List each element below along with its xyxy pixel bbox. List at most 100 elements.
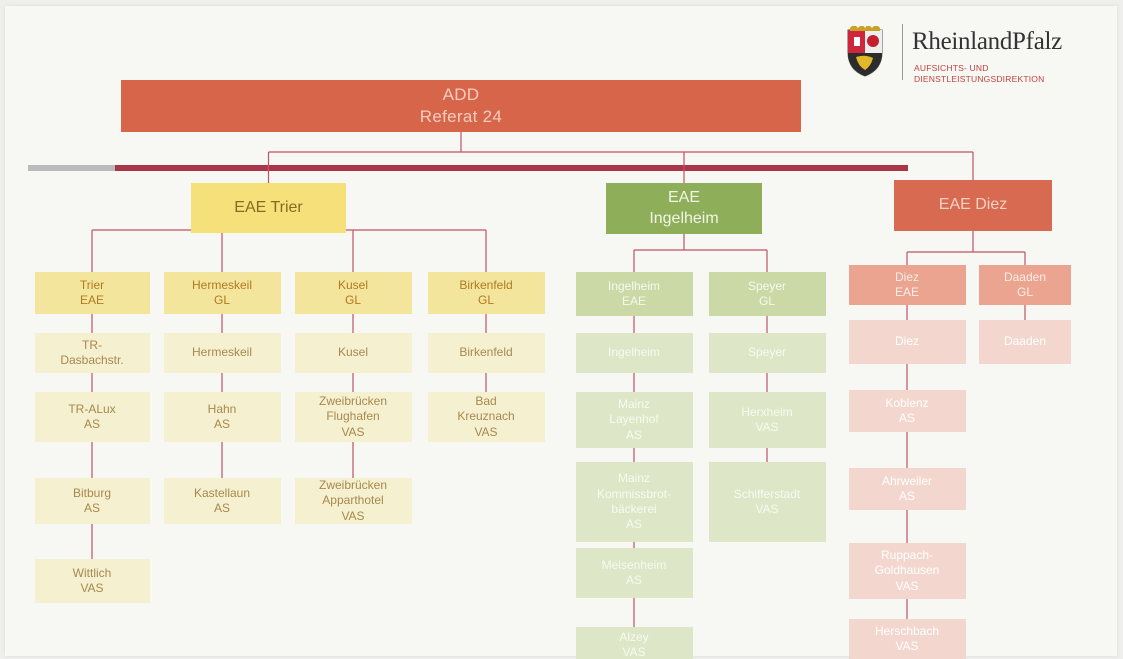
org-unit-box: Daaden [979, 320, 1071, 364]
box-text-line: VAS [474, 424, 498, 439]
box-text-line: AS [898, 411, 915, 425]
box-text-line: Goldhausen [874, 563, 940, 578]
region-box-2: EAE Diez [894, 180, 1052, 231]
box-text-line: Hermeskeil [191, 277, 252, 292]
box-text-line: Kreuznach [457, 409, 515, 424]
box-text-line: EAE [894, 285, 919, 299]
box-text-line: VAS [895, 639, 919, 653]
box-text-line: AS [83, 417, 100, 431]
box-text-line: Diez [894, 269, 919, 284]
box-text-line: EAE Trier [234, 198, 303, 216]
box-text-line: TR- [82, 337, 102, 352]
box-text-line: Koblenz [885, 395, 929, 410]
box-text-line: Apparthotel [322, 493, 384, 508]
box-text-line: VAS [755, 420, 779, 434]
box-text-line: GL [1016, 285, 1033, 299]
box-text-line: Birkenfeld [459, 345, 513, 360]
region-box-0: EAE Trier [191, 183, 346, 233]
root-box-add-referat-24: ADD Referat 24 [121, 80, 801, 132]
box-text-line: Ruppach- [880, 547, 934, 562]
box-text-line: Speyer [747, 278, 787, 293]
box-text-line: bäckerei [611, 502, 657, 516]
box-text-line: Birkenfeld [459, 277, 513, 292]
box-text-line: GL [213, 293, 230, 307]
box-text-line: TR-ALux [68, 401, 116, 416]
box-text-line: Herschbach [874, 623, 940, 638]
org-unit-box: Ingelheim [575, 333, 693, 373]
box-text-line: GL [758, 294, 775, 308]
box-text-line: Schifferstadt [733, 486, 801, 501]
logo-subtitle-line: AUFSICHTS- UND [914, 63, 989, 73]
box-text-line: VAS [80, 581, 104, 595]
box-text-line: Bad [475, 393, 497, 408]
coat-of-arms-icon [847, 26, 883, 77]
box-text-line: Mainz [617, 396, 650, 411]
box-text-line: Referat 24 [419, 107, 503, 126]
box-text-line: Alzey [619, 629, 649, 644]
box-text-line: AS [625, 427, 642, 442]
box-text-line: Flughafen [326, 409, 380, 424]
box-text-line: GL [477, 293, 494, 307]
box-text-line: EAE [79, 293, 104, 307]
box-text-line: Kusel [337, 277, 369, 292]
box-text-line: AS [213, 417, 230, 431]
box-text-line: AS [625, 517, 642, 532]
org-unit-box: Diez [848, 320, 966, 364]
box-text-line: VAS [341, 424, 365, 439]
box-text-line: Herxheim [741, 404, 793, 419]
logo-subtitle: AUFSICHTS- UND DIENSTLEISTUNGSDIREKTION [914, 63, 1044, 84]
box-text-line: Kusel [337, 345, 369, 360]
box-text-line: ADD [442, 85, 480, 105]
box-text-line: Hermeskeil [191, 345, 252, 360]
box-text-line: Ingelheim [607, 345, 661, 360]
box-text-line: Zweibrücken [318, 393, 388, 408]
box-text-line: Bitburg [72, 485, 112, 500]
box-text-line: GL [344, 293, 361, 307]
box-text-line: VAS [755, 502, 779, 516]
rheinland-pfalz-logo: RheinlandPfalz AUFSICHTS- UND DIENSTLEIS… [842, 18, 1112, 86]
box-text-line: Daaden [1003, 269, 1047, 284]
box-text-line: AS [625, 573, 642, 587]
box-text-line: Dasbachstr. [60, 353, 124, 367]
box-text-line: Diez [894, 334, 919, 349]
box-text-line: VAS [622, 645, 646, 659]
logo-name: RheinlandPfalz [912, 28, 1062, 55]
box-text-line: Kastellaun [193, 485, 251, 500]
box-text-line: Hahn [207, 401, 237, 416]
box-text-line: Layenhof [609, 412, 659, 427]
box-text-line: AS [213, 501, 230, 515]
box-text-line: Trier [79, 277, 105, 292]
box-text-line: Wittlich [72, 565, 112, 580]
box-text-line: VAS [895, 578, 919, 593]
box-text-line: Daaden [1003, 334, 1047, 349]
logo-subtitle-line: DIENSTLEISTUNGSDIREKTION [914, 73, 1045, 84]
box-text-line: Kommissbrot- [596, 486, 671, 501]
box-text-line: AS [898, 489, 915, 503]
box-text-line: Ahrweiler [881, 473, 932, 488]
